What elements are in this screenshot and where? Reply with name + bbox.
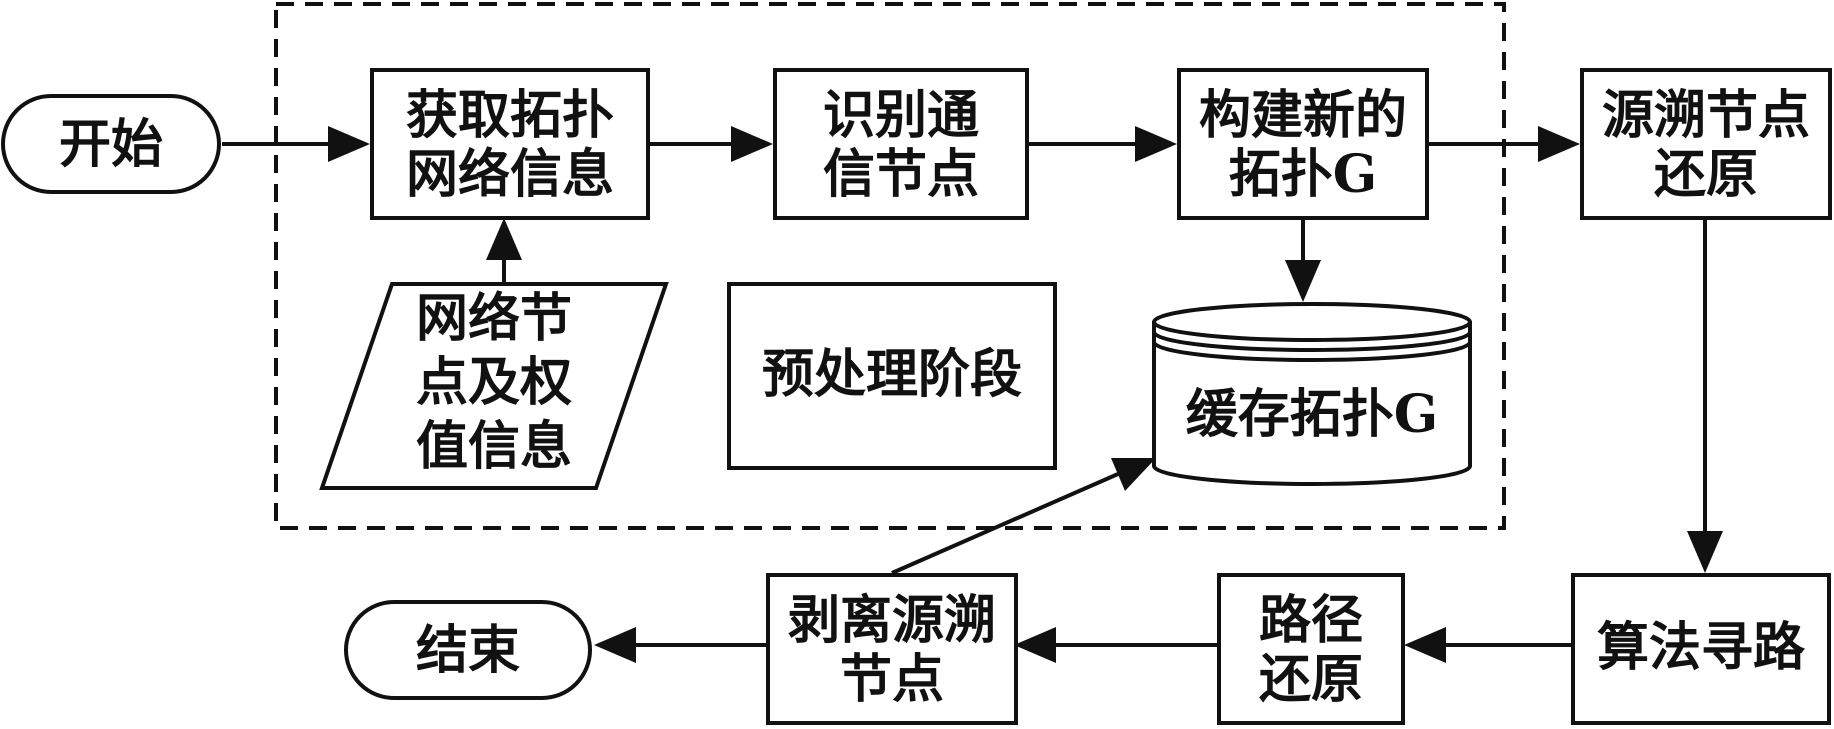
path-restore-step: 路径 还原 [1217, 573, 1405, 725]
arrowhead-cache-diagonal [1111, 458, 1156, 491]
input-data-line-2: 点及权 [416, 352, 572, 413]
preprocessing-stage-label: 预处理阶段 [762, 344, 1022, 405]
preprocessing-stage-label-box: 预处理阶段 [727, 282, 1057, 470]
identify-step-line-1: 识别通 [823, 85, 979, 146]
strip-step-line-2: 节点 [840, 649, 944, 710]
build-step-line-1: 构建新的 [1199, 85, 1407, 146]
arrowhead-cache [1285, 260, 1321, 302]
strip-step-line-1: 剥离源溯 [788, 590, 996, 651]
build-step-line-2-text: 拓扑 [1229, 144, 1333, 205]
cache-topology-store: 缓存拓扑G [1152, 302, 1472, 486]
end-label: 结束 [416, 620, 520, 681]
preprocessing-stage-region [274, 2, 1506, 530]
start-label: 开始 [59, 114, 163, 175]
arrowhead-end [594, 627, 636, 663]
arrowhead-restore [1538, 126, 1580, 162]
build-topology-step: 构建新的 拓扑G [1177, 68, 1429, 220]
path-step-line-2: 还原 [1259, 649, 1363, 710]
identify-step-line-2: 信节点 [823, 144, 979, 205]
cache-label-text: 缓存拓扑 [1186, 384, 1394, 445]
strip-source-nodes-step: 剥离源溯 节点 [766, 573, 1018, 725]
input-data-line-3: 值信息 [416, 416, 572, 477]
cache-label-symbol: G [1394, 384, 1438, 445]
identify-nodes-step: 识别通 信节点 [773, 68, 1029, 220]
acquire-step-line-2: 网络信息 [406, 144, 614, 205]
cache-label: 缓存拓扑G [1186, 384, 1438, 445]
routing-step-label: 算法寻路 [1597, 617, 1806, 678]
build-step-line-2-symbol: G [1333, 144, 1377, 205]
restore-source-step: 源溯节点 还原 [1580, 68, 1832, 220]
edge-strip-to-cache [891, 472, 1119, 575]
acquire-topology-step: 获取拓扑 网络信息 [370, 68, 650, 220]
arrowhead-input [486, 218, 522, 260]
input-data-line-1: 网络节 [416, 288, 572, 349]
connectors [222, 126, 1723, 663]
build-step-line-2: 拓扑G [1229, 144, 1377, 205]
end-terminal: 结束 [344, 600, 592, 700]
arrowhead-path [1404, 627, 1446, 663]
algorithm-routing-step: 算法寻路 [1571, 573, 1831, 725]
restore-step-line-1: 源溯节点 [1602, 85, 1810, 146]
arrowhead-identify [731, 126, 773, 162]
network-input-data: 网络节 点及权 值信息 [319, 282, 669, 490]
start-terminal: 开始 [1, 94, 221, 194]
restore-step-line-2: 还原 [1654, 144, 1758, 205]
path-step-line-1: 路径 [1259, 590, 1363, 651]
arrowhead-routing [1687, 531, 1723, 573]
acquire-step-line-1: 获取拓扑 [406, 85, 614, 146]
arrowhead-strip [1014, 627, 1056, 663]
arrowhead-build [1135, 126, 1177, 162]
arrowhead-acquire [328, 126, 370, 162]
